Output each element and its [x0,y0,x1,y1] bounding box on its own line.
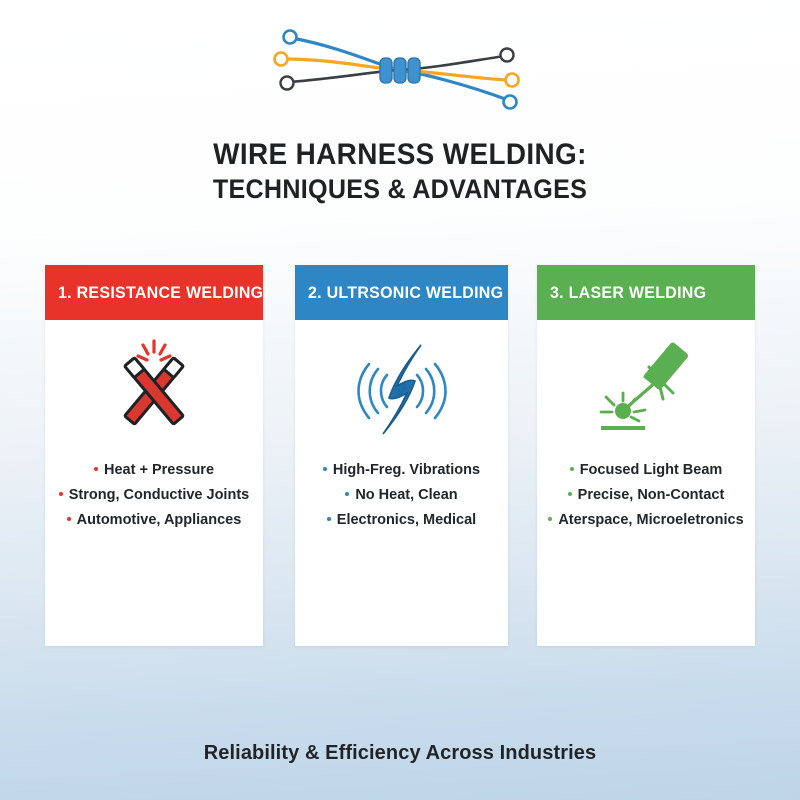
list-item: Heat + Pressure [53,458,255,483]
list-item: Electronics, Medical [303,508,500,533]
list-item: High-Freg. Vibrations [303,458,500,483]
laser-head-body [643,342,688,389]
card-header-laser: 3. LASER WELDING [537,265,755,320]
bullet-dot-icon [326,517,331,521]
card-title-laser: 3. LASER WELDING [550,282,707,302]
bullet-text: No Heat, Clean [355,487,458,503]
bullet-text: Aterspace, Microeletronics [558,512,744,528]
card-title-ultrasonic: 2. ULTRSONIC WELDING [308,282,504,302]
bullet-dot-icon [345,492,350,496]
ultrasonic-vibration-icon [295,320,508,458]
connector-band-2 [393,57,407,84]
wire-harness-connector-logo [265,22,535,114]
bullet-list-laser: Focused Light Beam Precise, Non-Contact … [545,458,747,533]
card-resistance-welding[interactable]: 1. RESISTANCE WELDING [45,265,263,646]
page-title: WIRE HARNESS WELDING: TECHNIQUES & ADVAN… [0,138,800,205]
laser-head-sparks [643,365,674,400]
card-header-ultrasonic: 2. ULTRSONIC WELDING [295,265,508,320]
connector-band-1 [379,57,393,84]
wire-endpoint-dark-right [499,47,515,63]
bullets-resistance: Heat + Pressure Strong, Conductive Joint… [45,458,263,533]
laser-focal-point [614,402,631,419]
bullet-text: Automotive, Appliances [76,512,242,528]
bullet-list-ultrasonic: High-Freg. Vibrations No Heat, Clean Ele… [303,458,500,533]
bullet-text: Heat + Pressure [103,462,215,478]
bullet-text: Electronics, Medical [336,512,477,528]
logo-svg [273,29,520,110]
list-item: Focused Light Beam [545,458,747,483]
connector-band-3 [407,57,421,84]
bullet-text: Precise, Non-Contact [577,487,725,503]
card-laser-welding[interactable]: 3. LASER WELDING [537,265,755,646]
bullet-dot-icon [548,517,553,521]
sound-waves-left [356,362,388,419]
resistance-icon-svg [123,338,185,425]
wire-endpoint-orange-left [273,51,289,67]
bullet-list-resistance: Heat + Pressure Strong, Conductive Joint… [53,458,255,533]
page-title-line-2: TECHNIQUES & ADVANTAGES [212,174,588,204]
list-item: Aterspace, Microeletronics [545,508,747,533]
bullet-dot-icon [322,467,327,471]
ultrasonic-icon-svg [356,343,447,435]
wire-endpoint-dark-left [279,75,295,91]
bullets-laser: Focused Light Beam Precise, Non-Contact … [537,458,755,533]
spark-burst-icon [136,338,172,362]
laser-beam-icon [537,320,755,458]
laser-icon-svg [599,342,688,430]
sound-waves-right [415,362,447,419]
bullet-dot-icon [58,492,63,496]
list-item: Automotive, Appliances [53,508,255,533]
bullet-dot-icon [569,467,574,471]
bullet-dot-icon [567,492,572,496]
crossed-electrodes-spark-icon [45,320,263,458]
list-item: Strong, Conductive Joints [53,483,255,508]
bullet-text: High-Freg. Vibrations [332,462,481,478]
card-header-resistance: 1. RESISTANCE WELDING [45,265,263,320]
footer-tagline: Reliability & Efficiency Across Industri… [0,742,800,765]
bullet-dot-icon [66,517,71,521]
wire-endpoint-blue-right [502,94,518,110]
vibration-bolt-shape [381,343,422,435]
bullet-text: Strong, Conductive Joints [68,487,250,503]
card-title-resistance: 1. RESISTANCE WELDING [58,282,264,302]
list-item: Precise, Non-Contact [545,483,747,508]
wire-endpoint-orange-right [504,72,520,88]
electrode-rod-right [123,356,185,425]
laser-impact-sparks [599,391,646,422]
page-title-line-1: WIRE HARNESS WELDING: [213,138,587,171]
card-ultrasonic-welding[interactable]: 2. ULTRSONIC WELDING [295,265,508,646]
bullets-ultrasonic: High-Freg. Vibrations No Heat, Clean Ele… [295,458,508,533]
list-item: No Heat, Clean [303,483,500,508]
bullet-dot-icon [93,467,98,471]
footer-text: Reliability & Efficiency Across Industri… [203,742,597,764]
bullet-text: Focused Light Beam [579,462,723,478]
wire-endpoint-blue-left [282,29,298,45]
